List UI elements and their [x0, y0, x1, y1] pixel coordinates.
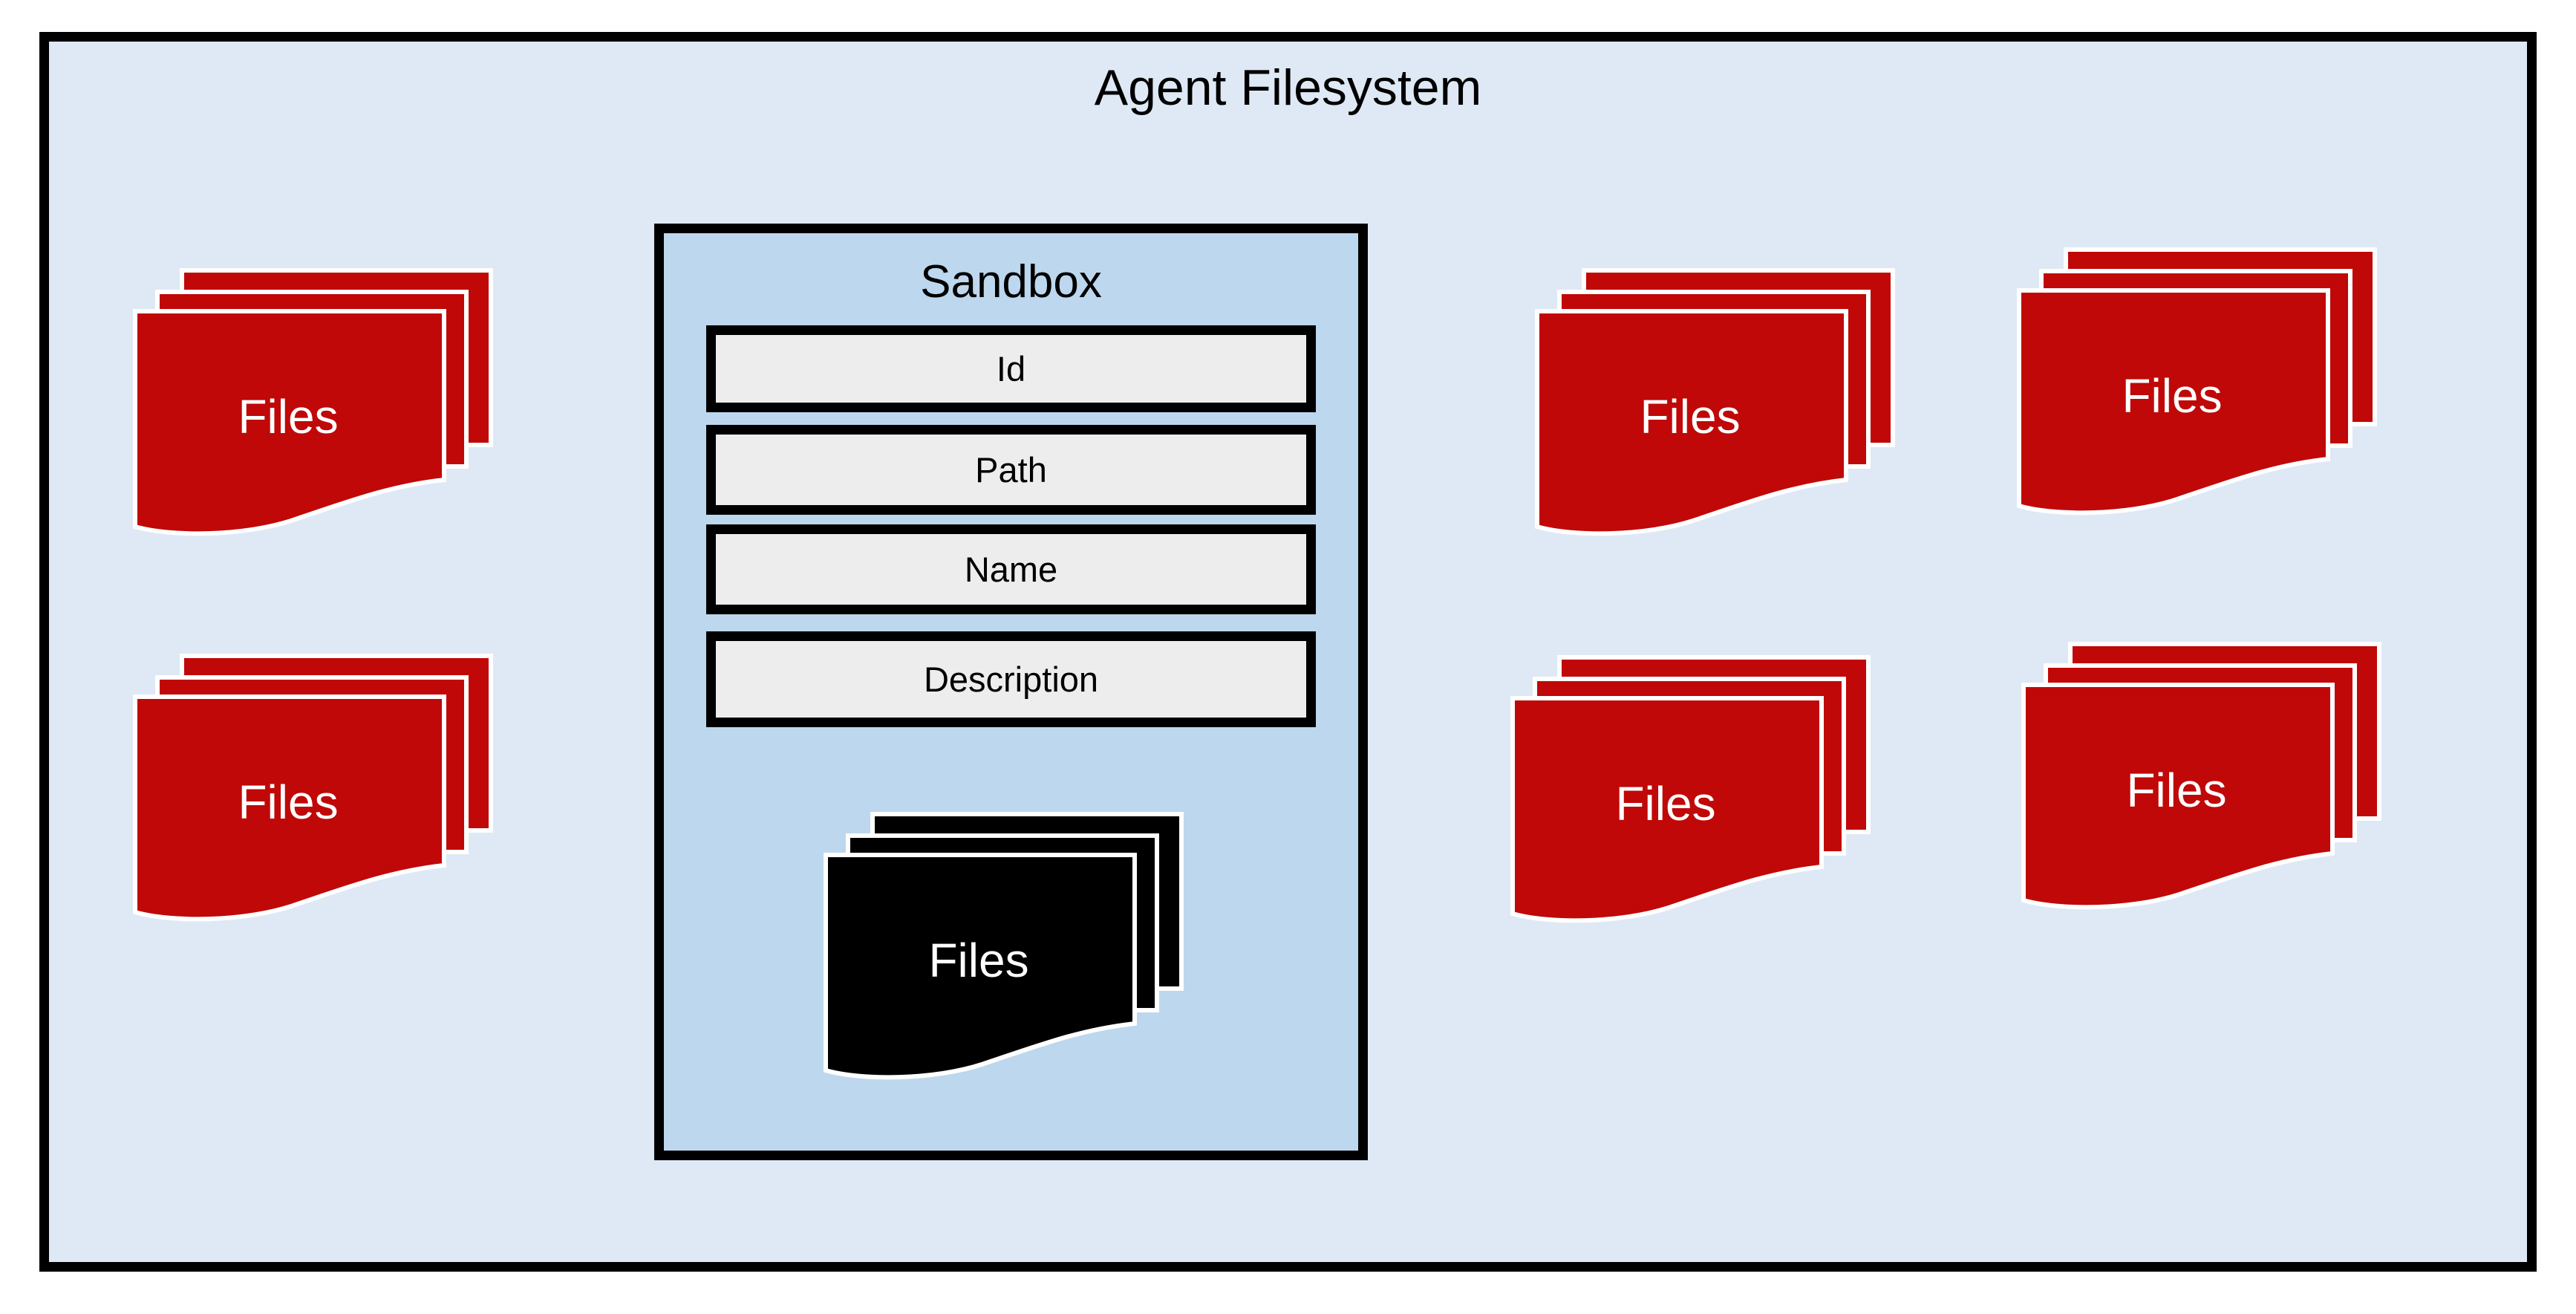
files-stack-red-middle-bottom: Files	[1510, 655, 1871, 923]
files-stack-black-sandbox: Files	[824, 812, 1184, 1080]
sandbox-field-description: Description	[706, 631, 1316, 727]
files-label: Files	[1615, 777, 1715, 830]
document-sheet-front	[1510, 696, 1824, 923]
files-label: Files	[928, 934, 1028, 987]
sandbox-title: Sandbox	[920, 256, 1102, 308]
document-sheet-front	[133, 309, 446, 536]
document-sheet-front	[2021, 683, 2335, 910]
sandbox-field-name: Name	[706, 524, 1316, 614]
files-label: Files	[1640, 390, 1740, 443]
files-stack-red-middle-top: Files	[1535, 268, 1895, 536]
sandbox-field-path: Path	[706, 425, 1316, 515]
sandbox-field-id: Id	[706, 325, 1316, 412]
files-label: Files	[2126, 764, 2226, 817]
diagram-title: Agent Filesystem	[1094, 59, 1482, 116]
files-label: Files	[238, 390, 338, 443]
files-stack-red-right-top: Files	[2017, 247, 2377, 515]
files-label: Files	[238, 775, 338, 829]
files-stack-red-left-top: Files	[133, 268, 493, 536]
files-stack-red-right-bottom: Files	[2021, 642, 2381, 910]
document-sheet-front	[2017, 288, 2330, 515]
files-label: Files	[2122, 369, 2222, 423]
document-sheet-front	[1535, 309, 1848, 536]
document-sheet-front	[133, 695, 446, 922]
files-stack-red-left-bottom: Files	[133, 654, 493, 922]
document-sheet-front	[824, 853, 1137, 1080]
